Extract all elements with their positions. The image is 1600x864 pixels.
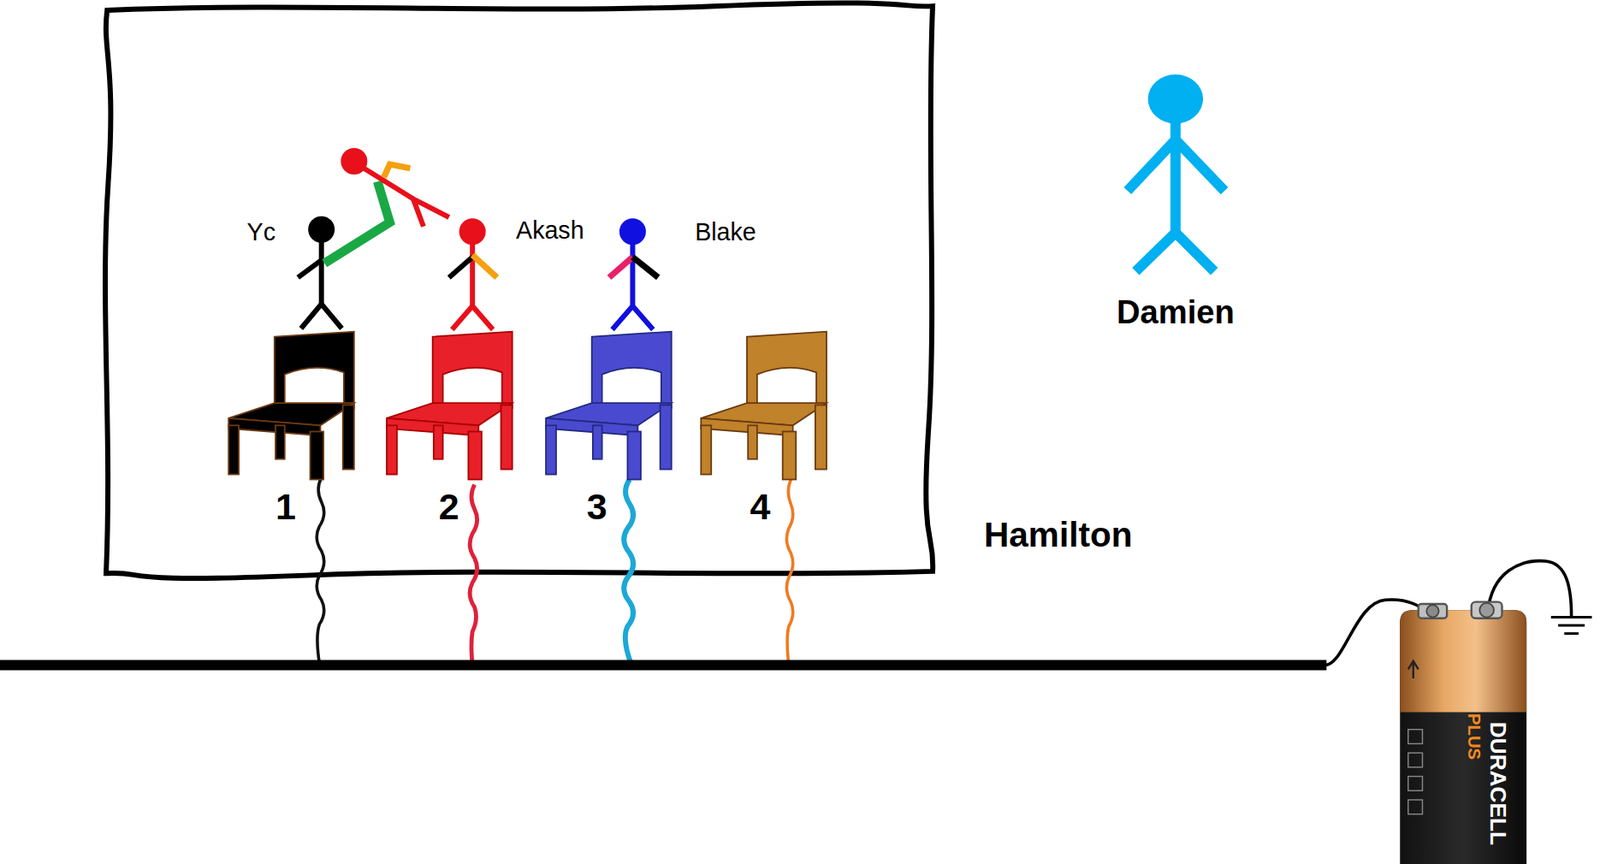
stick-figure xyxy=(340,148,449,227)
ground-symbol xyxy=(1551,617,1593,635)
stick-figure xyxy=(1127,74,1225,272)
room-outline xyxy=(105,2,933,579)
stick-figure xyxy=(449,218,498,330)
chair xyxy=(228,331,355,480)
callout-number: 2 xyxy=(438,488,460,526)
chair xyxy=(545,331,672,480)
wire xyxy=(469,484,478,665)
figure-name: Blake xyxy=(694,220,757,246)
wire xyxy=(623,480,634,666)
callout-number: 1 xyxy=(275,488,297,526)
battery-symbol xyxy=(1399,602,1527,864)
place-name: Hamilton xyxy=(983,517,1132,553)
chair xyxy=(386,331,513,480)
figure-name: Yc xyxy=(247,220,276,246)
wire xyxy=(786,480,793,666)
callout-number: 4 xyxy=(750,488,771,526)
figure-name: Akash xyxy=(515,218,585,243)
callout-number: 3 xyxy=(586,488,608,526)
brand-text: DURACELL xyxy=(1487,722,1510,846)
brand-text: PLUS xyxy=(1464,713,1482,760)
wire xyxy=(316,477,325,664)
chair xyxy=(700,331,827,480)
figure-name: Damien xyxy=(1116,296,1235,329)
ground-wire xyxy=(0,660,1327,671)
stick-figure xyxy=(609,218,658,330)
stick-figure xyxy=(297,181,390,329)
